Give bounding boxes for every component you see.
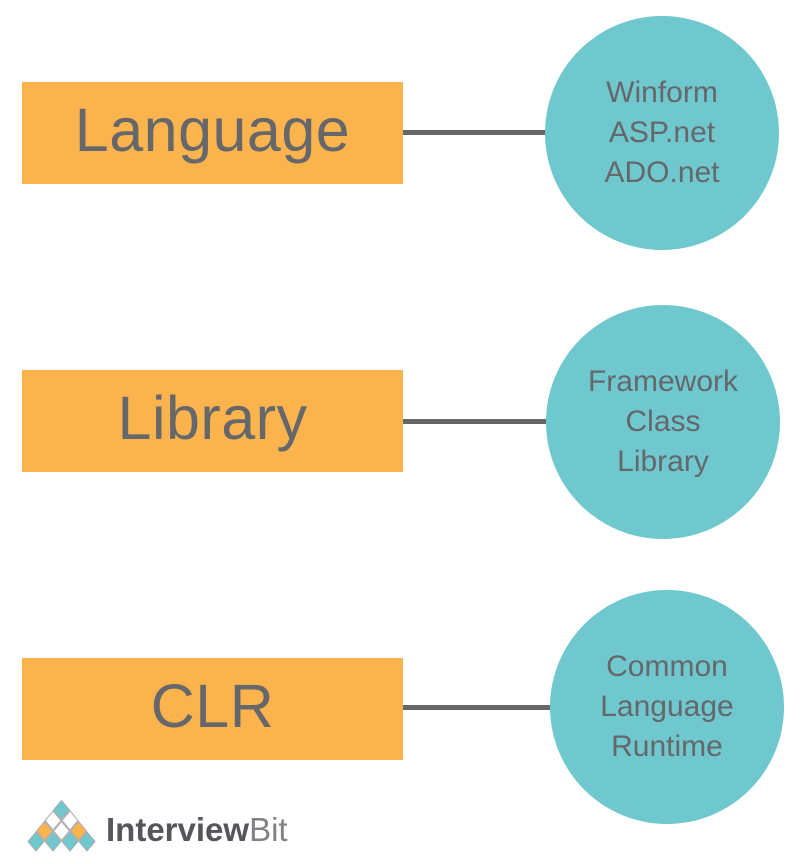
interviewbit-logo: InterviewBit (27, 800, 288, 852)
circle-line: ASP.net (608, 116, 716, 149)
logo-diamond-teal (61, 831, 79, 852)
brand-name-primary: Interview (106, 811, 250, 848)
logo-diamond-teal (44, 831, 62, 852)
circle-line: Library (617, 445, 709, 478)
brand-name-secondary: Bit (249, 811, 288, 848)
logo-diamond-orange (69, 820, 88, 842)
clr-box-label: CLR (150, 671, 275, 740)
logo-pyramid-icon (27, 800, 96, 852)
library-box: Library (22, 370, 403, 472)
language-box: Language (22, 82, 403, 184)
logo-diamond-white (61, 810, 79, 831)
language-box-label: Language (74, 95, 351, 164)
circle-line: Winform (606, 76, 718, 109)
logo-diamond-orange (35, 820, 54, 842)
logo-text: InterviewBit (106, 813, 288, 846)
clr-connector-line (403, 705, 553, 710)
library-box-label: Library (117, 383, 308, 452)
circle-line: Class (625, 405, 701, 438)
circle-line: Language (600, 690, 734, 723)
logo-diamond-teal (27, 831, 45, 852)
circle-line: Common (606, 650, 728, 683)
clr-box: CLR (22, 658, 403, 760)
circle-line: Framework (587, 365, 738, 398)
circle-line: Runtime (611, 730, 723, 763)
logo-diamond-teal (52, 800, 71, 821)
circle-line: ADO.net (604, 156, 720, 189)
library-detail-circle: Framework Class Library (546, 305, 780, 539)
language-detail-circle: Winform ASP.net ADO.net (545, 16, 779, 250)
clr-detail-circle: Common Language Runtime (550, 590, 784, 824)
logo-diamond-white (44, 810, 62, 831)
logo-diamond-white (52, 820, 71, 842)
language-connector-line (403, 130, 553, 135)
logo-diamond-teal (78, 831, 96, 852)
library-connector-line (403, 419, 553, 424)
